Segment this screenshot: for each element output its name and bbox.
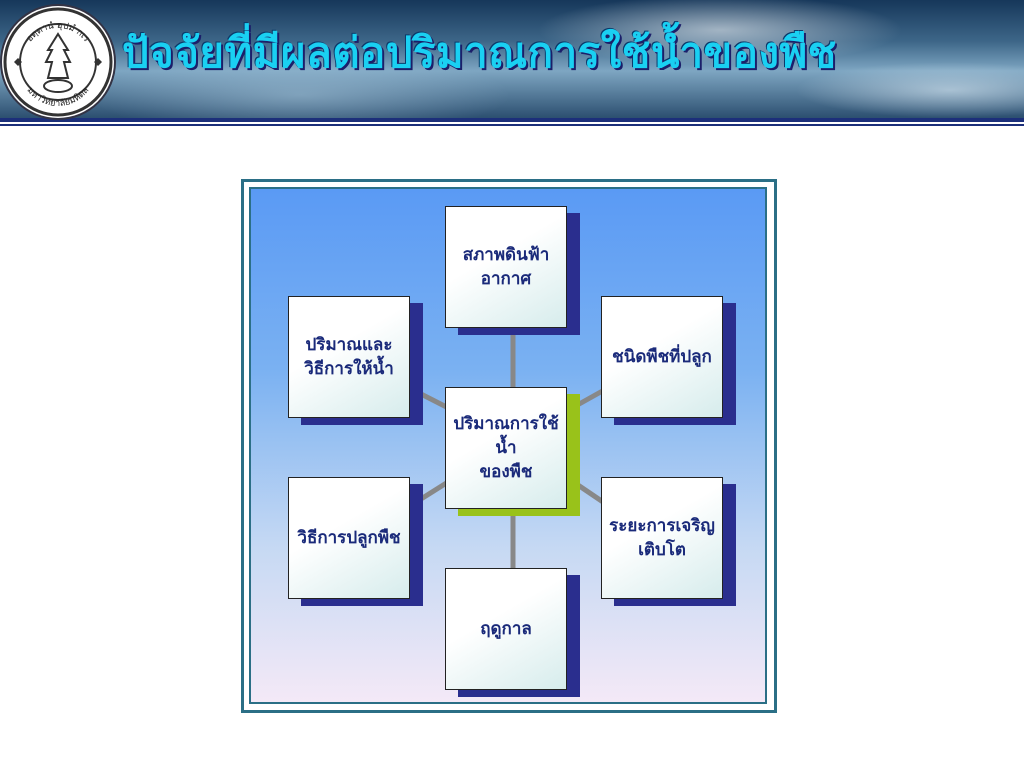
node-label: สภาพดินฟ้า อากาศ xyxy=(462,245,550,289)
node-watering-method: ปริมาณและ วิธีการให้น้ำ xyxy=(288,296,410,418)
center-node-label: ปริมาณการใช้น้ำ ของพืช xyxy=(453,414,559,482)
header-divider-thin xyxy=(0,124,1024,126)
university-seal-logo: อตฺตานํ อุปมํ กเร มหาวิทยาลัยมหิดล xyxy=(2,6,114,118)
seal-icon: อตฺตานํ อุปมํ กเร มหาวิทยาลัยมหิดล xyxy=(3,7,113,117)
node-season: ฤดูกาล xyxy=(445,568,567,690)
node-label: วิธีการปลูกพืช xyxy=(297,528,401,548)
header-banner xyxy=(0,0,1024,118)
header-divider xyxy=(0,118,1024,122)
diagram-canvas: สภาพดินฟ้า อากาศ ชนิดพืชที่ปลูก ระยะการเ… xyxy=(249,187,767,704)
node-climate: สภาพดินฟ้า อากาศ xyxy=(445,206,567,328)
node-label: ฤดูกาล xyxy=(480,619,532,639)
diagram-frame: สภาพดินฟ้า อากาศ ชนิดพืชที่ปลูก ระยะการเ… xyxy=(241,179,777,713)
center-node-water-use: ปริมาณการใช้น้ำ ของพืช xyxy=(445,387,567,509)
node-growth-stage: ระยะการเจริญ เติบโต xyxy=(601,477,723,599)
node-planting-method: วิธีการปลูกพืช xyxy=(288,477,410,599)
node-label: ชนิดพืชที่ปลูก xyxy=(612,347,712,367)
node-label: ระยะการเจริญ เติบโต xyxy=(609,516,715,560)
slide-title: ปัจจัยที่มีผลต่อปริมาณการใช้น้ำของพืช xyxy=(122,28,837,77)
node-label: ปริมาณและ วิธีการให้น้ำ xyxy=(304,335,394,379)
node-plant-type: ชนิดพืชที่ปลูก xyxy=(601,296,723,418)
